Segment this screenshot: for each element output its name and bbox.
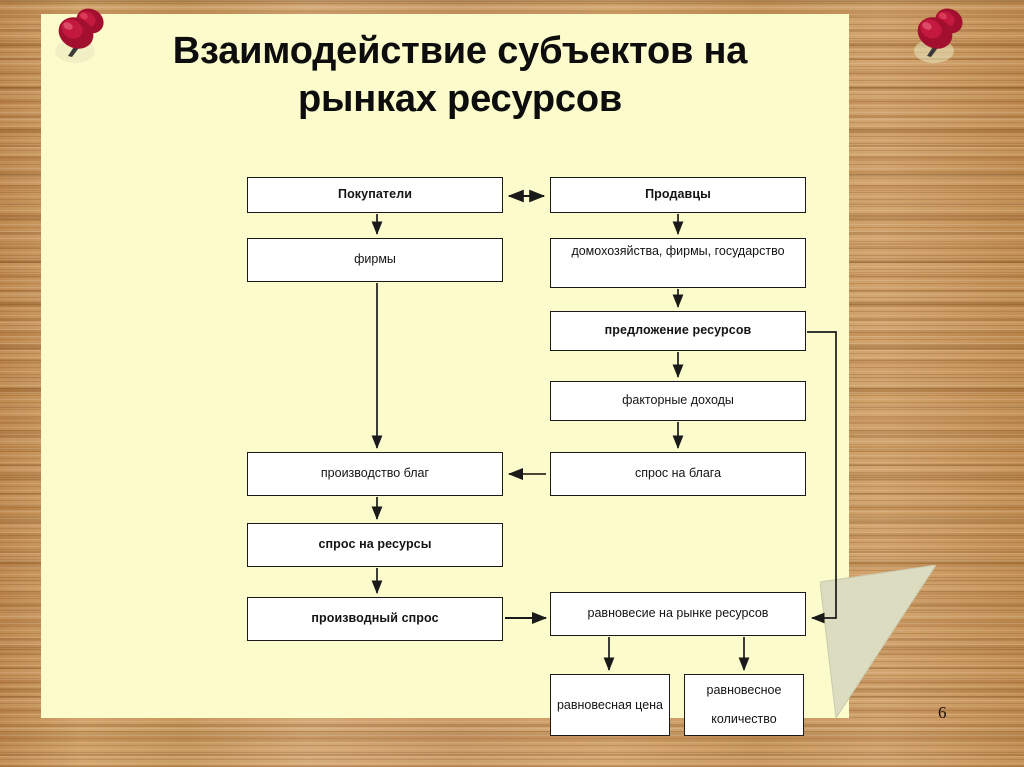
node-equilibrium-quantity[interactable]: равновесное количество — [684, 674, 804, 736]
node-firms[interactable]: фирмы — [247, 238, 503, 282]
node-goods-demand-label: спрос на блага — [634, 466, 722, 481]
pushpin-top-left — [46, 2, 118, 77]
node-factor-incomes-label: факторные доходы — [622, 393, 734, 408]
node-sellers-label: Продавцы — [645, 187, 711, 202]
node-goods-production-label: производство благ — [320, 466, 430, 481]
node-goods-demand[interactable]: спрос на блага — [550, 452, 806, 496]
node-equilibrium-price[interactable]: равновесная цена — [550, 674, 670, 736]
node-equilibrium-quantity-label: равновесное количество — [706, 683, 782, 726]
node-equilibrium-price-label: равновесная цена — [556, 697, 664, 712]
slide-title: Взаимодействие субъектов на рынках ресур… — [172, 30, 748, 120]
node-firms-label: фирмы — [354, 252, 396, 267]
node-households-label: домохозяйства, фирмы, государство — [571, 244, 785, 258]
node-sellers[interactable]: Продавцы — [550, 177, 806, 213]
node-derived-demand-label: производный спрос — [311, 611, 439, 626]
node-buyers-label: Покупатели — [337, 187, 413, 202]
node-factor-incomes[interactable]: факторные доходы — [550, 381, 806, 421]
node-resource-supply-label: предложение ресурсов — [604, 323, 752, 338]
node-market-equilibrium-label: равновесие на рынке ресурсов — [587, 606, 769, 621]
node-resource-demand-label: спрос на ресурсы — [318, 537, 432, 552]
node-derived-demand[interactable]: производный спрос — [247, 597, 503, 641]
node-buyers[interactable]: Покупатели — [247, 177, 503, 213]
node-goods-production[interactable]: производство благ — [247, 452, 503, 496]
pushpin-top-right — [905, 2, 977, 77]
node-market-equilibrium[interactable]: равновесие на рынке ресурсов — [550, 592, 806, 636]
node-resource-demand[interactable]: спрос на ресурсы — [247, 523, 503, 567]
node-resource-supply[interactable]: предложение ресурсов — [550, 311, 806, 351]
page-number: 6 — [938, 703, 947, 722]
node-households[interactable]: домохозяйства, фирмы, государство — [550, 238, 806, 288]
